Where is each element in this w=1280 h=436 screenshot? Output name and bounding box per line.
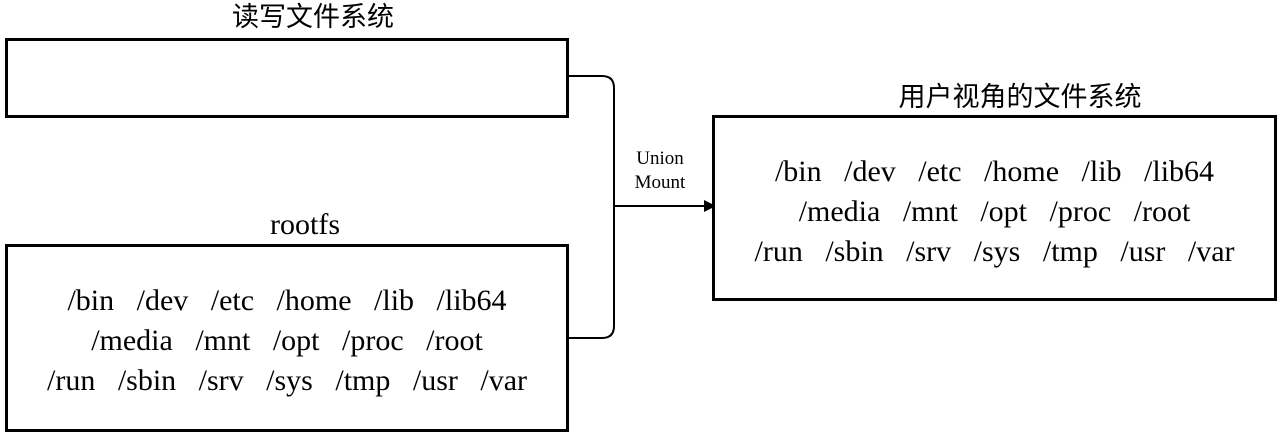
bracket-line <box>568 75 615 339</box>
rootfs-dir-line-1: /bin /dev /etc /home /lib /lib64 <box>67 284 507 317</box>
union-mount-label: Union Mount <box>618 147 702 195</box>
rootfs-box: /bin /dev /etc /home /lib /lib64 /media … <box>5 244 569 432</box>
user-view-title: 用户视角的文件系统 <box>898 82 1142 113</box>
arrow-head <box>704 200 716 212</box>
rootfs-dir-line-2: /media /mnt /opt /proc /root <box>91 324 483 357</box>
rootfs-dir-line-3: /run /sbin /srv /sys /tmp /usr /var <box>47 364 527 397</box>
user-view-dir-line-2: /media /mnt /opt /proc /root <box>798 195 1191 228</box>
rootfs-directory-list: /bin /dev /etc /home /lib /lib64 /media … <box>8 281 566 401</box>
user-view-directory-list: /bin /dev /etc /home /lib /lib64 /media … <box>715 152 1274 272</box>
rw-layer-title: 读写文件系统 <box>232 2 394 33</box>
union-mount-line-2: Mount <box>634 172 686 193</box>
union-mount-line-1: Union <box>636 148 684 169</box>
user-view-box: /bin /dev /etc /home /lib /lib64 /media … <box>712 115 1277 301</box>
rw-layer-box <box>5 38 569 118</box>
user-view-dir-line-1: /bin /dev /etc /home /lib /lib64 <box>774 155 1215 188</box>
rootfs-title: rootfs <box>270 208 340 241</box>
user-view-dir-line-3: /run /sbin /srv /sys /tmp /usr /var <box>754 235 1235 268</box>
